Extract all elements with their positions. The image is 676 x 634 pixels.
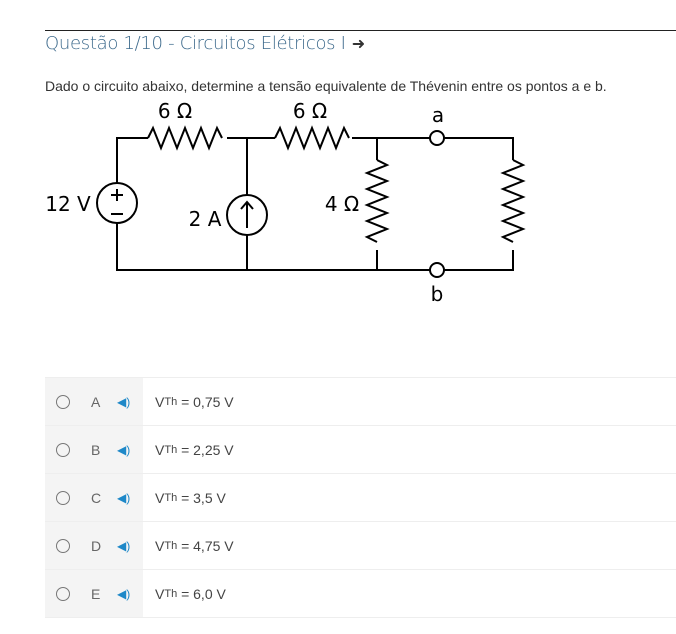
divider <box>45 30 676 31</box>
label-b: b <box>431 282 444 306</box>
option-letter: C <box>91 489 102 506</box>
resistor-r2 <box>274 125 350 151</box>
value: = 0,75 V <box>181 393 234 410</box>
title-text: Questão 1/10 - Circuitos Elétricos I <box>45 33 346 54</box>
var: V <box>155 489 165 506</box>
label-r1: 6 Ω <box>158 99 192 123</box>
speaker-icon[interactable]: ◀) <box>117 586 131 601</box>
sub: Th <box>164 395 178 408</box>
option-letter: E <box>91 585 101 602</box>
sub: Th <box>164 491 178 504</box>
label-vsource: 12 V <box>45 192 91 216</box>
speaker-icon[interactable]: ◀) <box>117 442 131 457</box>
terminal-b <box>429 262 445 278</box>
label-r3: 4 Ω <box>325 192 359 216</box>
radio-button[interactable] <box>56 394 70 409</box>
resistor-r3 <box>364 159 390 243</box>
radio-button[interactable] <box>56 586 70 601</box>
var: V <box>155 393 165 410</box>
option-letter: A <box>91 393 101 410</box>
terminal-a <box>429 130 445 146</box>
label-a: a <box>432 103 444 127</box>
page-title: Questão 1/10 - Circuitos Elétricos I ➜ <box>45 33 365 54</box>
sub: Th <box>164 443 178 456</box>
circuit-diagram: 6 Ω 6 Ω 4 Ω 12 V 2 A a b <box>45 99 526 306</box>
resistor-load <box>500 159 526 243</box>
value: = 4,75 V <box>181 537 234 554</box>
current-source <box>226 194 268 236</box>
option-letter: D <box>91 537 102 554</box>
value: = 6,0 V <box>181 585 226 602</box>
radio-button[interactable] <box>56 490 70 505</box>
radio-button[interactable] <box>56 538 70 553</box>
var: V <box>155 537 165 554</box>
value: = 2,25 V <box>181 441 234 458</box>
value: = 3,5 V <box>181 489 226 506</box>
label-isource: 2 A <box>189 207 222 231</box>
question-text: Dado o circuito abaixo, determine a tens… <box>45 78 607 94</box>
option-letter: B <box>91 441 101 458</box>
label-r2: 6 Ω <box>293 99 327 123</box>
voltage-source <box>96 182 138 224</box>
radio-button[interactable] <box>56 442 70 457</box>
speaker-icon[interactable]: ◀) <box>117 538 131 553</box>
speaker-icon[interactable]: ◀) <box>117 394 131 409</box>
var: V <box>155 441 165 458</box>
sub: Th <box>164 539 178 552</box>
sub: Th <box>164 587 178 600</box>
var: V <box>155 585 165 602</box>
arrow-right-icon[interactable]: ➜ <box>351 34 365 53</box>
resistor-r1 <box>147 125 223 151</box>
speaker-icon[interactable]: ◀) <box>117 490 131 505</box>
